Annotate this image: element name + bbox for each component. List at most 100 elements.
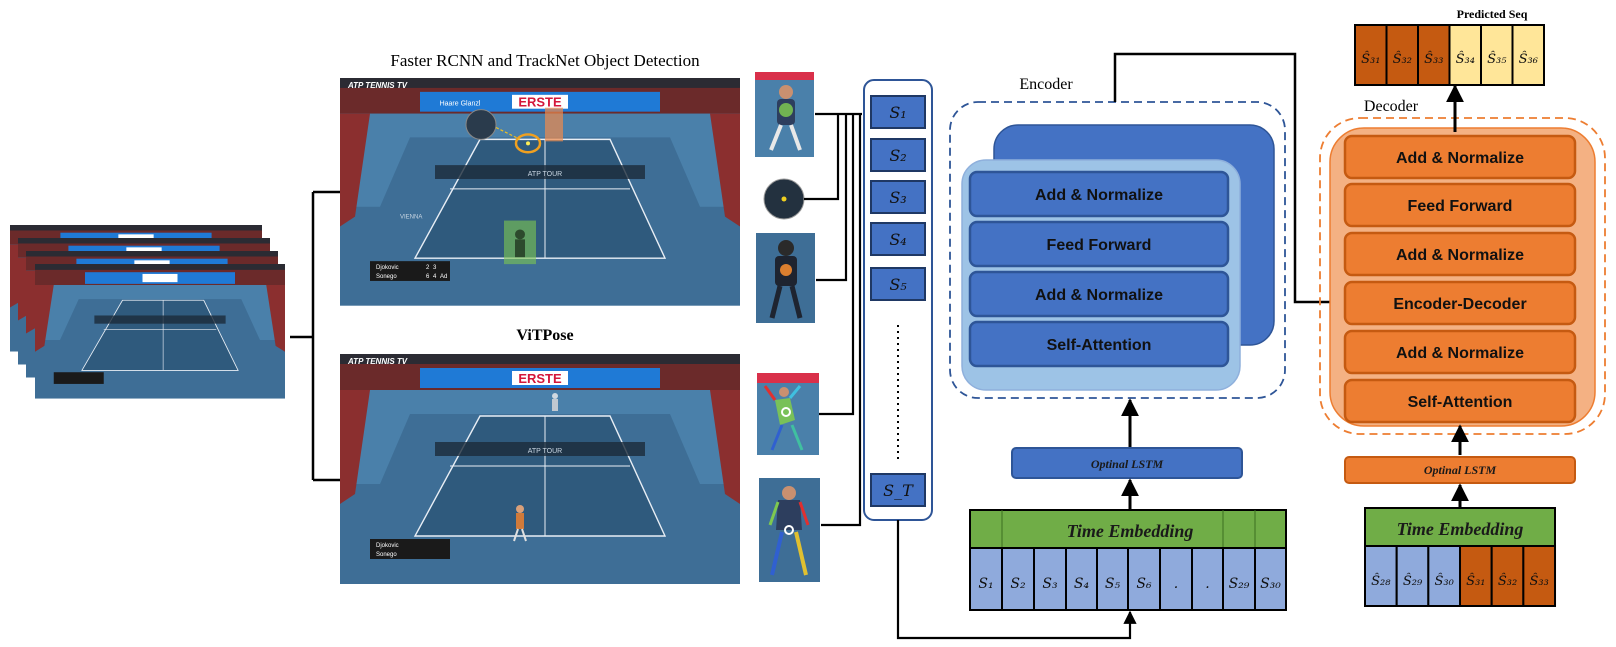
sequence-cell-label: S₄ <box>889 230 906 249</box>
encoder-input-cell <box>1254 547 1287 611</box>
encoder-input-label: . <box>1205 576 1209 592</box>
decoder-layer <box>1343 134 1577 180</box>
ball-detection <box>514 133 542 154</box>
predicted-title: Predicted Seq <box>1457 7 1528 21</box>
decoder-time-embedding: Time Embedding <box>1364 507 1556 547</box>
pose-channel-logo: ATP TENNIS TV <box>347 357 408 366</box>
decoder-input-label: Ŝ₃₂ <box>1498 572 1517 589</box>
score-set-1: 2 <box>426 265 430 271</box>
encoder-input-label: S₂₉ <box>1229 576 1250 592</box>
predicted-cell-label: Ŝ₃₄ <box>1456 50 1475 67</box>
predicted-cell-label: Ŝ₃₂ <box>1393 50 1412 67</box>
encoder-layer <box>968 220 1230 268</box>
score-game-2: 4 <box>433 274 437 280</box>
ball-crop <box>763 178 805 220</box>
decoder-layer-label: Add & Normalize <box>1396 150 1524 167</box>
decoder-lstm-label: Optinal LSTM <box>1424 463 1497 477</box>
predicted-cell-label: Ŝ₃₁ <box>1361 50 1380 67</box>
decoder-input-cell <box>1459 545 1493 607</box>
decoder-layer <box>1343 231 1577 277</box>
score-name-1: Djokovic <box>376 265 399 271</box>
pose-crop-far <box>757 373 819 455</box>
pose-title: ViTPose <box>516 327 573 344</box>
pose-score-name-2: Sonego <box>376 552 397 558</box>
decoder-layer <box>1343 378 1577 424</box>
far-player-box <box>545 107 563 142</box>
encoder-input-label: S₁ <box>978 576 993 592</box>
sequence-cell <box>870 222 926 256</box>
far-player-icon <box>552 393 558 399</box>
ball-zoom-line <box>495 126 521 140</box>
predicted-cell-label: Ŝ₃₅ <box>1487 50 1507 67</box>
encoder-input-label: S₃₀ <box>1260 576 1281 592</box>
encoder-layer <box>968 320 1230 368</box>
encoder-to-decoder-arrow <box>1113 52 1345 310</box>
predicted-cell <box>1354 24 1388 86</box>
decoder-time-embedding-label: Time Embedding <box>1397 519 1524 539</box>
input-frame-front <box>34 263 286 399</box>
sponsor-logo: ERSTE <box>518 95 562 110</box>
predicted-cell <box>1385 24 1419 86</box>
encoder-input-cell <box>1191 547 1224 611</box>
decoder-layer <box>1343 329 1577 375</box>
sequence-cell <box>870 138 926 172</box>
ball-icon <box>526 141 530 146</box>
encoder-layer <box>968 170 1230 218</box>
decoder-layer-label: Feed Forward <box>1408 198 1513 215</box>
decoder-layer <box>1343 280 1577 326</box>
encoder-input-label: S₆ <box>1136 576 1152 592</box>
decoder-input-cell <box>1364 545 1398 607</box>
decoder-layer-label: Add & Normalize <box>1396 247 1524 264</box>
decoder-input-label: Ŝ₃₀ <box>1435 572 1455 589</box>
input-frame-stack <box>9 224 286 399</box>
sequence-cell <box>870 473 926 507</box>
sequence-cell <box>870 267 926 301</box>
encoder-input-label: . <box>1174 576 1178 592</box>
encoder-input-cell <box>1065 547 1098 611</box>
encoder-lstm <box>1011 447 1243 479</box>
decoder-input-label: Ŝ₃₁ <box>1466 572 1485 589</box>
encoder-input-label: S₄ <box>1074 576 1090 592</box>
decoder-layer <box>1343 182 1577 228</box>
detection-frame: ATP TENNIS TV ERSTE Haare Glanzl ATP TOU… <box>339 77 741 307</box>
predicted-cell <box>1448 24 1482 86</box>
encoder-input-cell <box>1033 547 1067 611</box>
decoder-layer-label: Add & Normalize <box>1396 345 1524 362</box>
branch-connector <box>290 190 340 482</box>
predicted-sequence: Ŝ₃₁ Ŝ₃₂ Ŝ₃₃ Ŝ₃₄ Ŝ₃₅ Ŝ₃₆ <box>1354 24 1545 86</box>
pose-near-player-leg <box>513 528 519 542</box>
encoder-time-embedding: Time Embedding <box>969 509 1287 549</box>
decoder-input-cell <box>1522 545 1557 607</box>
predicted-cell-label: Ŝ₃₃ <box>1424 50 1443 67</box>
sequence-cell-label: S₅ <box>889 275 907 294</box>
sequence-cell-label: S_T <box>883 481 914 500</box>
encoder-lstm-label: Optinal LSTM <box>1091 457 1164 471</box>
near-player-icon <box>515 229 525 240</box>
encoder-input-label: S₃ <box>1042 576 1058 592</box>
decoder-input-label: Ŝ₂₈ <box>1371 572 1391 589</box>
decoder-input-label: Ŝ₂₉ <box>1403 572 1423 589</box>
encoder-input-label: S₂ <box>1010 576 1026 592</box>
player-crop-near <box>756 233 815 323</box>
predicted-cell <box>1480 24 1514 86</box>
court-text: VIENNA <box>400 215 422 221</box>
encoder-time-embedding-label: Time Embedding <box>1067 521 1194 541</box>
encoder-layer-label: Add & Normalize <box>1035 187 1163 204</box>
predicted-cell-label: Ŝ₃₆ <box>1519 50 1538 67</box>
encoder-layer-label: Add & Normalize <box>1035 287 1163 304</box>
decoder-input-cell <box>1427 545 1462 607</box>
encoder-input-cell <box>1127 547 1161 611</box>
sequence-cell <box>870 95 926 129</box>
sequence-cell-label: S₁ <box>889 103 906 122</box>
encoder-layer <box>968 270 1230 318</box>
pose-sponsor-logo: ERSTE <box>518 371 562 386</box>
decoder-layer-label: Self-Attention <box>1408 394 1513 411</box>
score-point-2: Ad <box>440 274 447 280</box>
encoder-layer-label: Self-Attention <box>1047 337 1152 354</box>
channel-logo: ATP TENNIS TV <box>347 81 408 90</box>
pose-frame: ATP TENNIS TV ERSTE ATP TOUR Djokovic So… <box>339 353 741 585</box>
